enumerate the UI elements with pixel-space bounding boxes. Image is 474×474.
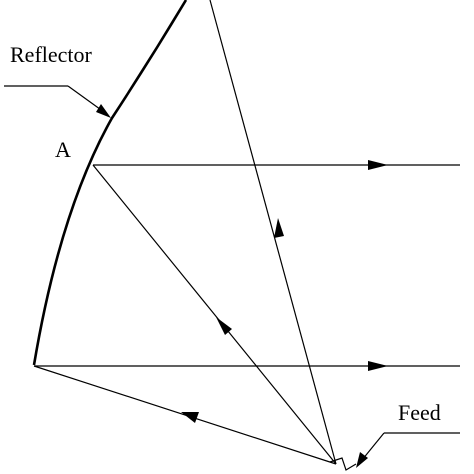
- ray-feed-to-top: [209, 0, 337, 465]
- arrow-ray-a: [216, 317, 232, 335]
- reflector-label: Reflector: [10, 42, 93, 67]
- reflector-leader-arrow: [96, 104, 111, 118]
- feed-leader-diagonal: [361, 432, 385, 461]
- feed-leader-arrow: [356, 452, 368, 468]
- ray-feed-to-a: [92, 164, 337, 465]
- point-a-label: A: [55, 137, 71, 162]
- arrow-ray-top: [274, 218, 284, 238]
- arrow-reflected-lower: [368, 361, 388, 371]
- feed-label: Feed: [398, 400, 441, 425]
- reflector-curve: [32, 0, 188, 366]
- feed-symbol: [329, 457, 357, 471]
- arrow-reflected-upper: [368, 160, 388, 170]
- reflector-leader-diagonal: [67, 85, 105, 113]
- arrow-ray-bottom: [181, 412, 199, 423]
